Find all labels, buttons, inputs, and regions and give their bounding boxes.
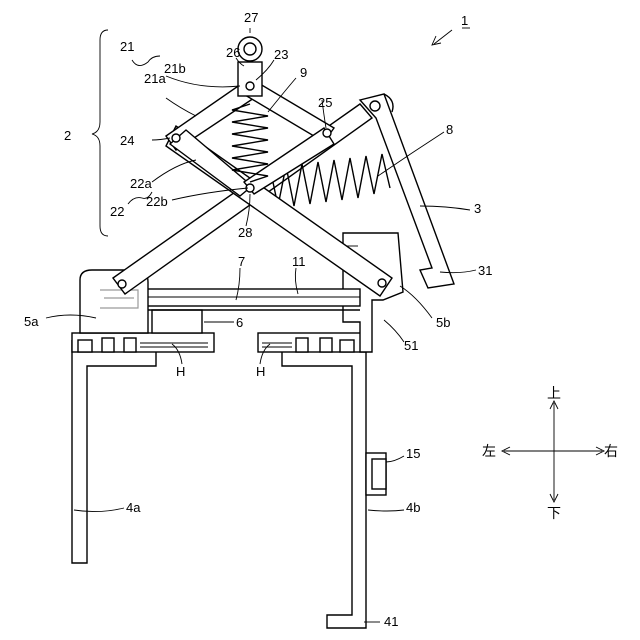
label-25: 25 bbox=[318, 95, 332, 110]
label-4b: 4b bbox=[406, 500, 420, 515]
direction-up: 上 bbox=[547, 386, 561, 402]
label-3: 3 bbox=[474, 201, 481, 216]
pin-24 bbox=[172, 134, 180, 142]
ring-27 bbox=[238, 37, 262, 61]
label-26: 26 bbox=[226, 45, 240, 60]
direction-compass bbox=[502, 401, 604, 502]
label-H-left: H bbox=[176, 364, 185, 379]
label-21: 21 bbox=[120, 39, 134, 54]
label-22b: 22b bbox=[146, 194, 168, 209]
label-4a: 4a bbox=[126, 500, 141, 515]
label-28: 28 bbox=[238, 225, 252, 240]
direction-down: 下 bbox=[547, 506, 561, 522]
label-H-right: H bbox=[256, 364, 265, 379]
direction-left: 左 bbox=[482, 444, 496, 460]
label-31: 31 bbox=[478, 263, 492, 278]
leg-4a bbox=[72, 340, 156, 563]
clip-15 bbox=[366, 453, 386, 495]
ref-label-1: 1 bbox=[461, 13, 468, 28]
lever-pivot bbox=[370, 101, 380, 111]
label-21a: 21a bbox=[144, 71, 166, 86]
pin-5a bbox=[118, 280, 126, 288]
label-5b: 5b bbox=[436, 315, 450, 330]
label-9: 9 bbox=[300, 65, 307, 80]
ref-arrow-1 bbox=[432, 28, 470, 45]
label-41: 41 bbox=[384, 614, 398, 629]
label-8: 8 bbox=[446, 122, 453, 137]
base-rail-left bbox=[72, 333, 214, 352]
label-6: 6 bbox=[236, 315, 243, 330]
label-24: 24 bbox=[120, 133, 134, 148]
label-21b: 21b bbox=[164, 61, 186, 76]
label-2: 2 bbox=[64, 128, 71, 143]
label-51: 51 bbox=[404, 338, 418, 353]
pin-51 bbox=[378, 279, 386, 287]
plate-7-11 bbox=[142, 289, 360, 306]
pin-25 bbox=[323, 129, 331, 137]
hanger-26 bbox=[238, 62, 262, 96]
label-5a: 5a bbox=[24, 314, 39, 329]
label-27: 27 bbox=[244, 10, 258, 25]
brace-2 bbox=[92, 30, 108, 236]
brace-21 bbox=[132, 56, 160, 66]
label-15: 15 bbox=[406, 446, 420, 461]
label-7: 7 bbox=[238, 254, 245, 269]
base-rail-right bbox=[258, 333, 366, 352]
leg-4b bbox=[282, 352, 366, 628]
direction-right: 右 bbox=[604, 444, 618, 460]
label-22: 22 bbox=[110, 204, 124, 219]
label-22a: 22a bbox=[130, 176, 152, 191]
label-11: 11 bbox=[292, 254, 306, 269]
block-6 bbox=[152, 310, 202, 333]
label-23: 23 bbox=[274, 47, 288, 62]
